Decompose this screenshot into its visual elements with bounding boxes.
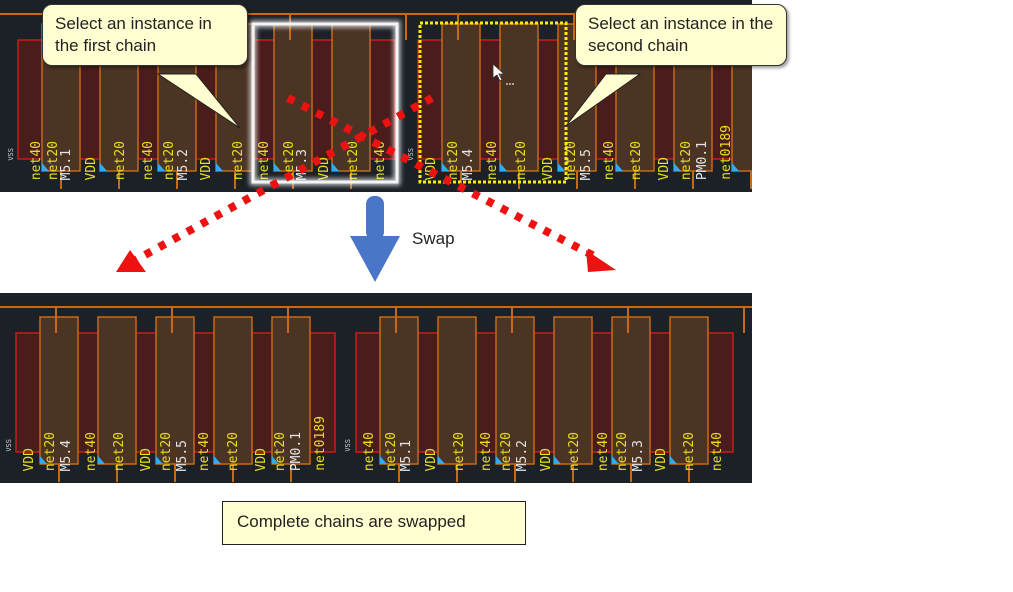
pin-marker: [496, 456, 503, 464]
instance-label: M5.2: [515, 439, 530, 471]
net-label: net40: [29, 140, 44, 180]
dotted-arrow-left-head: [116, 250, 146, 272]
net-label: VDD: [22, 447, 37, 471]
instance-label: PM0.1: [695, 140, 710, 180]
gate-poly: [97, 316, 137, 465]
swap-arrow-shaft: [366, 196, 384, 240]
vss-label: VSS: [407, 148, 415, 161]
instance-label: M5.2: [176, 148, 191, 180]
pin-marker: [156, 456, 163, 464]
callout-second-chain: Select an instance in the second chain: [575, 4, 787, 66]
net-label: VDD: [654, 447, 669, 471]
vss-label: VSS: [344, 439, 352, 452]
net-label: net20: [682, 431, 697, 471]
net-label: net20: [113, 140, 128, 180]
result-note: Complete chains are swapped: [222, 501, 526, 545]
net-label: net20: [384, 431, 399, 471]
pin-marker: [732, 163, 739, 171]
net-label: net40: [362, 431, 377, 471]
net-label: VDD: [317, 156, 332, 180]
pin-marker: [98, 456, 105, 464]
net-label: VDD: [424, 156, 439, 180]
net-label: VDD: [254, 447, 269, 471]
vss-label: VSS: [5, 439, 13, 452]
net-label: net40: [257, 140, 272, 180]
net-label: net40: [373, 140, 388, 180]
pin-marker: [42, 163, 49, 171]
pin-marker: [214, 456, 221, 464]
pin-marker: [272, 456, 279, 464]
pin-marker: [616, 163, 623, 171]
pin-marker: [40, 456, 47, 464]
gate-poly: [495, 316, 535, 465]
net-label: net40: [141, 140, 156, 180]
net-label: net20: [615, 431, 630, 471]
pin-marker: [612, 456, 619, 464]
net-label: VDD: [84, 156, 99, 180]
instance-label: M5.1: [59, 148, 74, 180]
net-label: net0189: [313, 416, 328, 471]
gate-poly: [553, 316, 593, 465]
net-label: net20: [564, 140, 579, 180]
dotted-arrow-right-head: [586, 250, 616, 272]
net-label: net40: [197, 431, 212, 471]
instance-label: M5.5: [579, 148, 594, 180]
instance-label: PM0.1: [289, 431, 304, 471]
pin-marker: [670, 456, 677, 464]
net-label: net0189: [719, 125, 734, 180]
net-label: net20: [159, 431, 174, 471]
net-label: net20: [231, 140, 246, 180]
net-label: VDD: [424, 447, 439, 471]
net-label: net20: [499, 431, 514, 471]
pin-marker: [554, 456, 561, 464]
net-label: VDD: [139, 447, 154, 471]
instance-label: M5.4: [59, 439, 74, 471]
gate-poly: [611, 316, 651, 465]
net-label: net20: [273, 431, 288, 471]
instance-label: M5.4: [461, 148, 476, 180]
swap-label: Swap: [412, 229, 455, 248]
net-label: net40: [602, 140, 617, 180]
down-arrow-icon: [350, 236, 400, 282]
pin-marker: [438, 456, 445, 464]
net-label: VDD: [657, 156, 672, 180]
net-label: net40: [596, 431, 611, 471]
net-label: VDD: [539, 447, 554, 471]
net-label: net20: [514, 140, 529, 180]
instance-label: M5.3: [295, 148, 310, 180]
net-label: net20: [567, 431, 582, 471]
layout-shapes-after: [0, 306, 752, 482]
net-label: net20: [452, 431, 467, 471]
pin-marker: [100, 163, 107, 171]
pin-marker: [674, 163, 681, 171]
net-label: VDD: [199, 156, 214, 180]
net-label: net40: [479, 431, 494, 471]
gate-poly: [155, 316, 195, 465]
vss-label: VSS: [7, 148, 15, 161]
net-label: net40: [84, 431, 99, 471]
pin-marker: [380, 456, 387, 464]
net-label: net20: [629, 140, 644, 180]
net-label: net20: [43, 431, 58, 471]
net-label: net20: [226, 431, 241, 471]
net-label: net20: [679, 140, 694, 180]
gate-poly: [669, 316, 709, 465]
net-label: net40: [485, 140, 500, 180]
instance-label: M5.5: [175, 439, 190, 471]
callout-first-chain: Select an instance in the first chain: [42, 4, 248, 66]
instance-label: M5.3: [631, 439, 646, 471]
net-label: net20: [346, 140, 361, 180]
net-label: net40: [710, 431, 725, 471]
instance-label: M5.1: [399, 439, 414, 471]
net-label: net20: [446, 140, 461, 180]
gate-poly: [213, 316, 253, 465]
net-label: VDD: [541, 156, 556, 180]
net-label: net20: [112, 431, 127, 471]
net-label: net20: [162, 140, 177, 180]
gate-poly: [39, 316, 79, 465]
